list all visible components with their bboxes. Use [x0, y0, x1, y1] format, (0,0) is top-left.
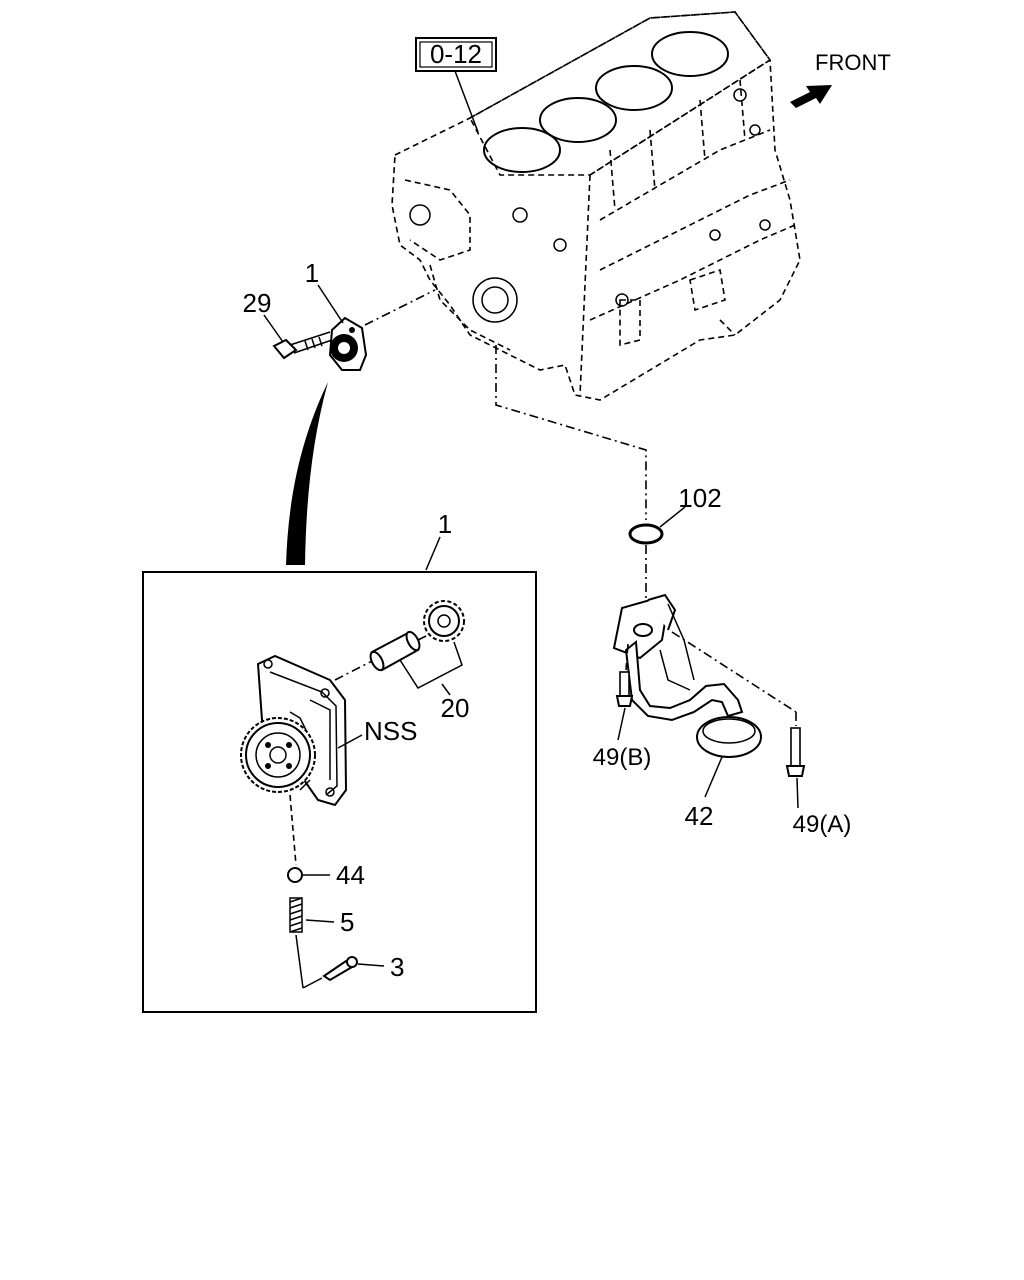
label-102: 102 — [678, 483, 721, 513]
small-gear — [423, 600, 465, 642]
spring-5 — [289, 897, 303, 933]
label-nss: NSS — [364, 716, 417, 746]
label-5: 5 — [340, 907, 354, 937]
ball-44 — [287, 867, 303, 883]
engine-block — [391, 11, 801, 401]
label-1-small: 1 — [305, 258, 319, 288]
label-20: 20 — [441, 693, 470, 723]
label-49b: 49(B) — [593, 744, 652, 771]
drive-gear — [240, 711, 316, 793]
bolt-49b — [615, 643, 634, 707]
detail-box — [142, 571, 537, 1013]
front-indicator: FRONT — [790, 50, 891, 108]
reference-box: 0-12 — [415, 37, 497, 133]
shaft — [369, 630, 431, 672]
label-3: 3 — [390, 952, 404, 982]
label-1-detail: 1 — [438, 509, 452, 539]
front-arrow-icon — [790, 85, 832, 108]
label-44: 44 — [336, 860, 365, 890]
strainer-pipe-42 — [612, 593, 762, 758]
bolt-49a — [671, 631, 806, 777]
oring-102 — [628, 523, 664, 545]
label-42: 42 — [685, 801, 714, 831]
oil-pump-small — [328, 289, 436, 371]
label-49a: 49(A) — [793, 811, 852, 838]
bolt-29 — [272, 331, 333, 360]
detail-pointer — [286, 382, 328, 565]
pin-3 — [322, 956, 358, 982]
reference-box-label: 0-12 — [430, 39, 482, 69]
front-label: FRONT — [815, 50, 891, 75]
label-29: 29 — [243, 288, 272, 318]
